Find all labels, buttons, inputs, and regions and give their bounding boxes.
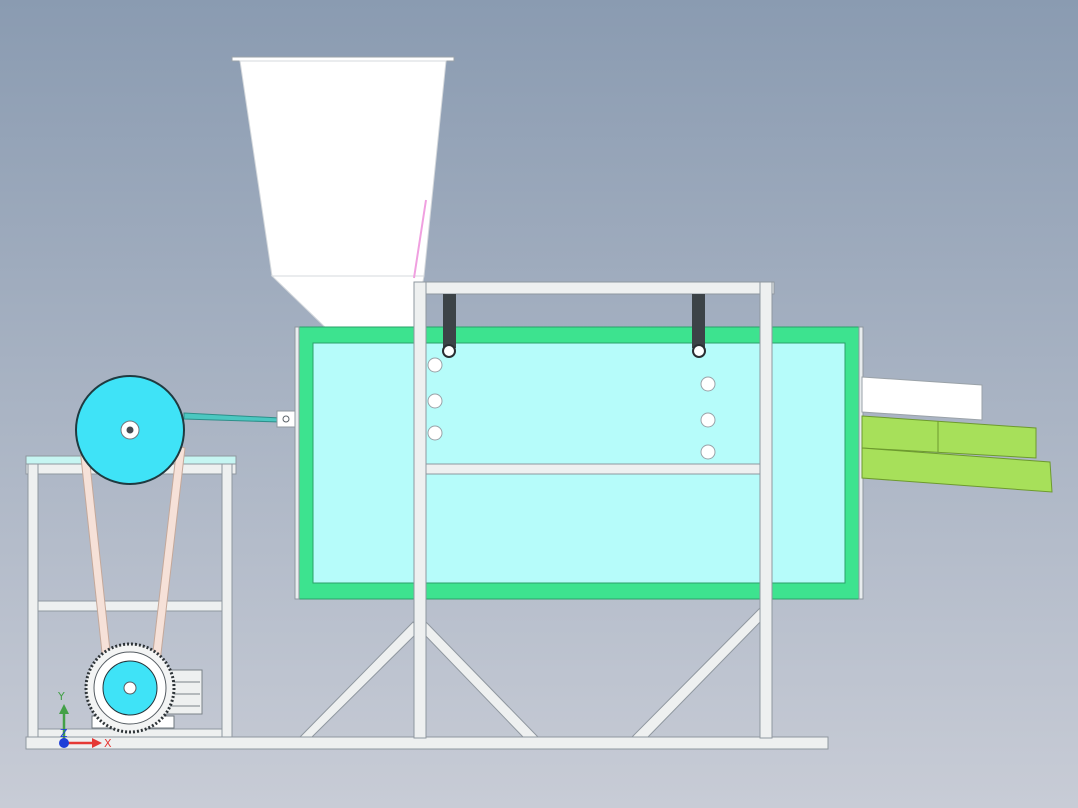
drive-shaft[interactable] [183,410,296,428]
bracket-bar [443,294,456,348]
screen-box[interactable] [294,326,864,600]
feed-hopper[interactable] [231,56,455,331]
stand-mid-rail [37,600,223,612]
screen-hole [700,376,716,392]
outlet-upper-chute [861,376,983,421]
shaft-rod [183,412,281,423]
base-rail[interactable] [25,736,829,750]
left-brace-inner [419,621,540,738]
axis-z-label: Z [60,727,68,740]
outlet-lower-chute [861,447,1053,493]
electric-motor[interactable] [84,642,203,734]
hopper-upper-cone [239,60,447,277]
bracket-bolt [442,344,456,358]
hanger-bracket-left[interactable] [442,294,456,358]
large-pulley[interactable] [75,375,185,485]
bracket-bar [692,294,705,348]
outlet-chutes[interactable] [861,376,1053,493]
top-crossbar [413,281,775,295]
screen-hole [700,444,716,460]
stand-left-leg [27,463,39,745]
axis-x-label: X [104,737,112,750]
shaft-coupler-bolt [282,415,290,423]
hopper-lower-chute [270,275,425,331]
right-brace [630,607,767,738]
stand-right-leg [221,463,233,745]
screen-panel [312,342,846,584]
hanger-bracket-right[interactable] [692,294,706,358]
hopper-rim [231,56,455,62]
screen-hole [427,393,443,409]
right-post [759,281,773,739]
screen-hole [427,425,443,441]
belt-right [151,445,186,663]
screen-hole [427,357,443,373]
outlet-middle-chute [861,415,1037,459]
motor-shaft [123,681,137,695]
axis-y-label: Y [57,690,65,703]
screen-left-flange [294,326,300,600]
bracket-bolt [692,344,706,358]
screen-hole [700,412,716,428]
main-frame[interactable] [298,607,767,738]
axis-triad-icon: Y X Z [57,690,112,750]
pulley-bore [126,426,134,434]
left-post [413,281,427,739]
frame-posts[interactable] [413,281,775,739]
left-brace-outer [298,621,421,738]
hopper-pink-edge [413,199,427,279]
mid-crossbar [425,463,761,475]
